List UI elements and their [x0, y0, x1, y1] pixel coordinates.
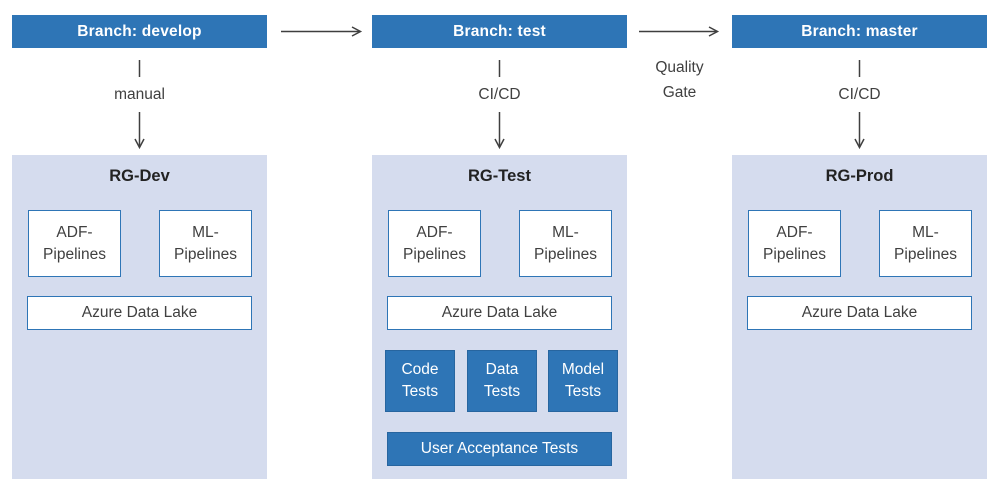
column-test: Branch: test CI/CD RG-Test ADF- Pipeline…	[372, 0, 627, 490]
rg-test-title: RG-Test	[468, 167, 531, 185]
branch-master-header: Branch: master	[732, 15, 987, 48]
data-tests-box: Data Tests	[467, 350, 537, 412]
resource-group-dev: RG-Dev ADF- Pipelines ML- Pipelines Azur…	[12, 155, 267, 479]
model-tests-box: Model Tests	[548, 350, 618, 412]
adf-pipelines-box-test: ADF- Pipelines	[388, 210, 481, 277]
ml-pipelines-box-prod: ML- Pipelines	[879, 210, 972, 277]
azure-data-lake-box-dev: Azure Data Lake	[27, 296, 252, 330]
resource-group-test: RG-Test ADF- Pipelines ML- Pipelines Azu…	[372, 155, 627, 479]
azure-data-lake-box-prod: Azure Data Lake	[747, 296, 972, 330]
rg-dev-title: RG-Dev	[109, 167, 170, 185]
azure-data-lake-box-test: Azure Data Lake	[387, 296, 612, 330]
column-master: Branch: master CI/CD RG-Prod ADF- Pipeli…	[732, 0, 987, 490]
arrow-test-to-master	[639, 26, 720, 37]
code-tests-box: Code Tests	[385, 350, 455, 412]
ml-pipelines-box-dev: ML- Pipelines	[159, 210, 252, 277]
adf-pipelines-box-prod: ADF- Pipelines	[748, 210, 841, 277]
quality-gate-label: Quality Gate	[655, 59, 704, 101]
deploy-label-manual: manual	[114, 86, 165, 103]
column-develop: Branch: develop manual RG-Dev ADF- Pipel…	[12, 0, 267, 490]
arrow-develop-to-test	[281, 26, 363, 37]
adf-pipelines-box-dev: ADF- Pipelines	[28, 210, 121, 277]
user-acceptance-tests-box: User Acceptance Tests	[387, 432, 612, 466]
ml-pipelines-box-test: ML- Pipelines	[519, 210, 612, 277]
branch-test-header: Branch: test	[372, 15, 627, 48]
deploy-label-cicd-test: CI/CD	[478, 86, 521, 103]
rg-prod-title: RG-Prod	[825, 167, 894, 185]
branch-develop-header: Branch: develop	[12, 15, 267, 48]
resource-group-prod: RG-Prod ADF- Pipelines ML- Pipelines Azu…	[732, 155, 987, 479]
deploy-label-cicd-master: CI/CD	[838, 86, 881, 103]
